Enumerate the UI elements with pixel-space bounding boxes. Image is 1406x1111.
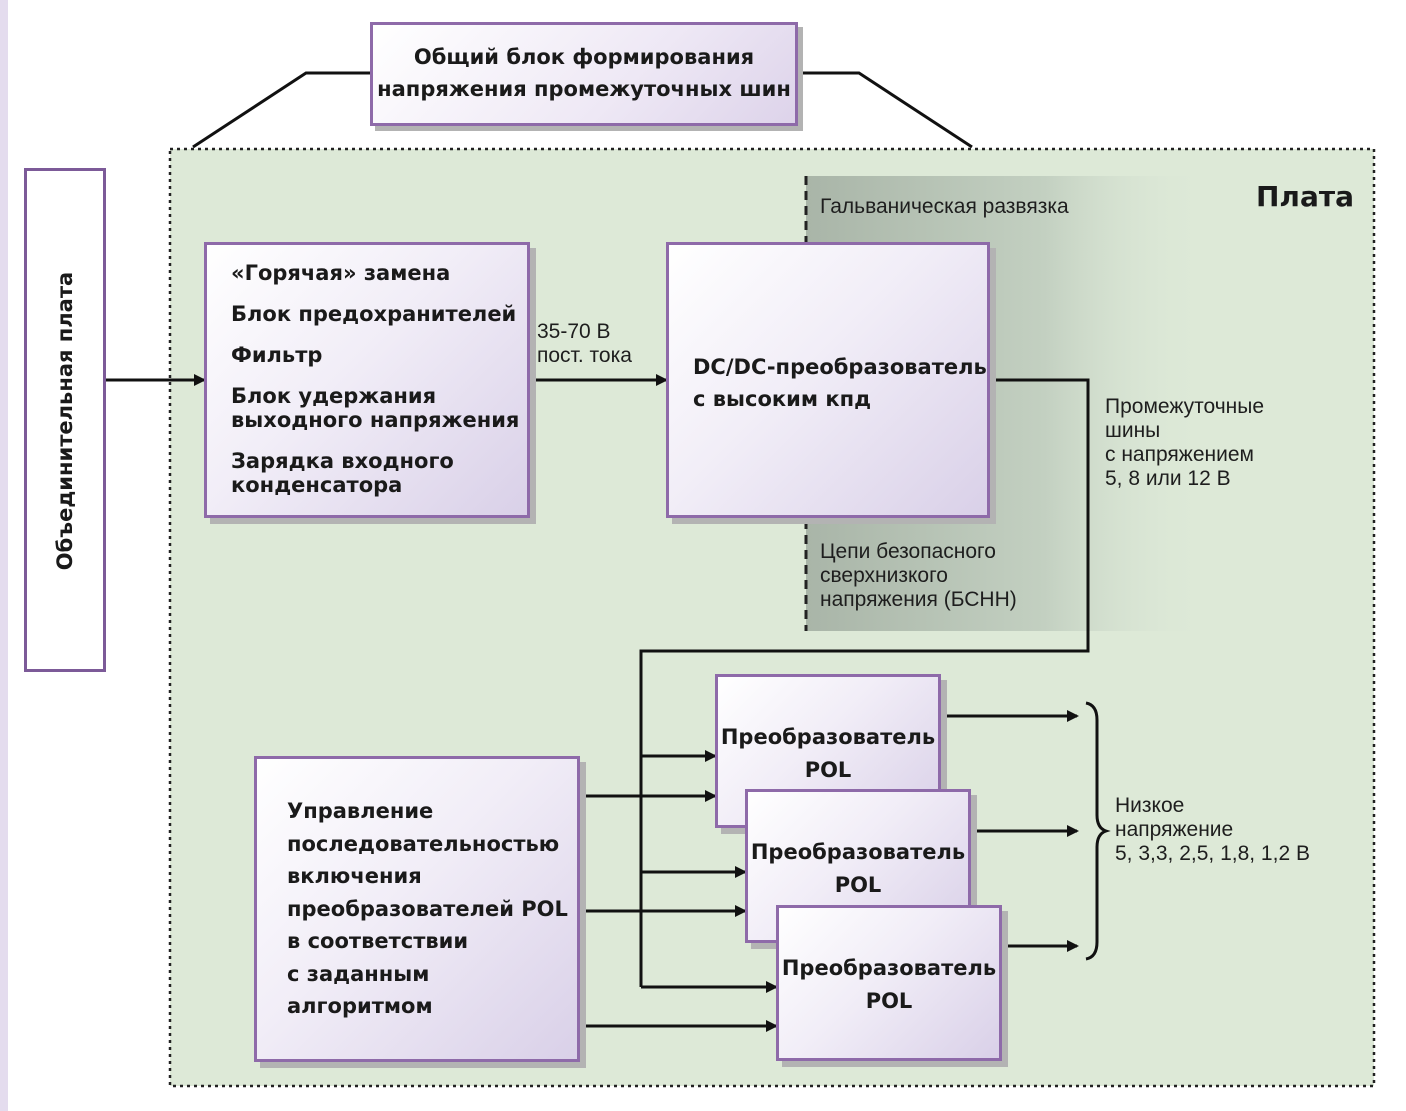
input-item-charge-2: конденсатора <box>231 473 403 497</box>
input-item-charge-1: Зарядка входного <box>231 449 454 473</box>
input-item-hot-swap: «Горячая» замена <box>231 261 451 285</box>
bus-label: Промежуточные шины с напряжением 5, 8 ил… <box>1105 395 1264 491</box>
low-voltage-line1: Низкое <box>1115 794 1185 817</box>
sequencer-line5: в соответствии <box>287 929 469 953</box>
board-label: Плата <box>1256 180 1354 213</box>
sequencer-block: Управление последовательностью включения… <box>254 756 580 1062</box>
low-voltage-line2: напряжение <box>1115 818 1234 841</box>
bus-line1: Промежуточные <box>1105 395 1265 418</box>
backplane-label: Объединительная плата <box>53 271 77 571</box>
input-item-fuses: Блок предохранителей <box>231 302 517 326</box>
input-voltage-line2: пост. тока <box>537 344 632 367</box>
pol-1-line2: POL <box>804 758 852 782</box>
pol-1-line1: Преобразователь <box>720 725 936 749</box>
low-voltage-line3: 5, 3,3, 2,5, 1,8, 1,2 В <box>1115 842 1310 865</box>
sequencer-line3: включения <box>287 864 422 888</box>
pol-converter-3: Преобразователь POL <box>776 905 1002 1061</box>
input-item-holdup-1: Блок удержания <box>231 384 437 408</box>
output-brace <box>1085 701 1111 961</box>
pol-3-line1: Преобразователь <box>781 956 997 980</box>
sequencer-line1: Управление <box>287 799 434 823</box>
common-block-title-line2: напряжения промежуточных шин <box>377 77 791 101</box>
selv-line1: Цепи безопасного <box>820 540 996 563</box>
pol-2-line2: POL <box>834 873 882 897</box>
common-block-bracket-right <box>797 71 973 149</box>
isolation-label: Гальваническая развязка <box>820 195 1069 218</box>
bus-line3: с напряжением <box>1105 443 1254 466</box>
common-block: Общий блок формирования напряжения проме… <box>370 22 798 126</box>
selv-line2: сверхнизкого <box>820 564 948 587</box>
pol-3-line2: POL <box>865 989 913 1013</box>
selv-line3: напряжения (БСНН) <box>820 588 1017 611</box>
input-block: «Горячая» замена Блок предохранителей Фи… <box>204 242 530 518</box>
bus-line2: шины <box>1105 419 1161 442</box>
left-margin-stripe <box>0 0 8 1111</box>
sequencer-line4: преобразователей POL <box>287 896 568 921</box>
input-item-filter: Фильтр <box>231 343 323 367</box>
dcdc-line2: с высоким кпд <box>693 387 872 411</box>
dcdc-line1: DC/DC-преобразователь <box>693 355 987 379</box>
backplane: Объединительная плата <box>24 168 106 672</box>
common-block-bracket-left <box>192 71 372 149</box>
pol-2-line1: Преобразователь <box>750 840 966 864</box>
input-item-holdup-2: выходного напряжения <box>231 408 520 432</box>
input-voltage-line1: 35-70 В <box>537 320 611 343</box>
dcdc-converter: DC/DC-преобразователь с высоким кпд <box>666 242 990 518</box>
sequencer-line6: с заданным <box>287 961 430 986</box>
common-block-title-line1: Общий блок формирования <box>413 45 755 69</box>
sequencer-line2: последовательностью <box>287 831 560 856</box>
bus-line4: 5, 8 или 12 В <box>1105 467 1231 490</box>
input-voltage-label: 35-70 В пост. тока <box>537 320 632 368</box>
low-voltage-label: Низкое напряжение 5, 3,3, 2,5, 1,8, 1,2 … <box>1115 794 1310 866</box>
sequencer-line7: алгоритмом <box>287 994 433 1018</box>
selv-label: Цепи безопасного сверхнизкого напряжения… <box>820 540 1017 612</box>
intermediate-bus-line <box>639 378 1090 987</box>
